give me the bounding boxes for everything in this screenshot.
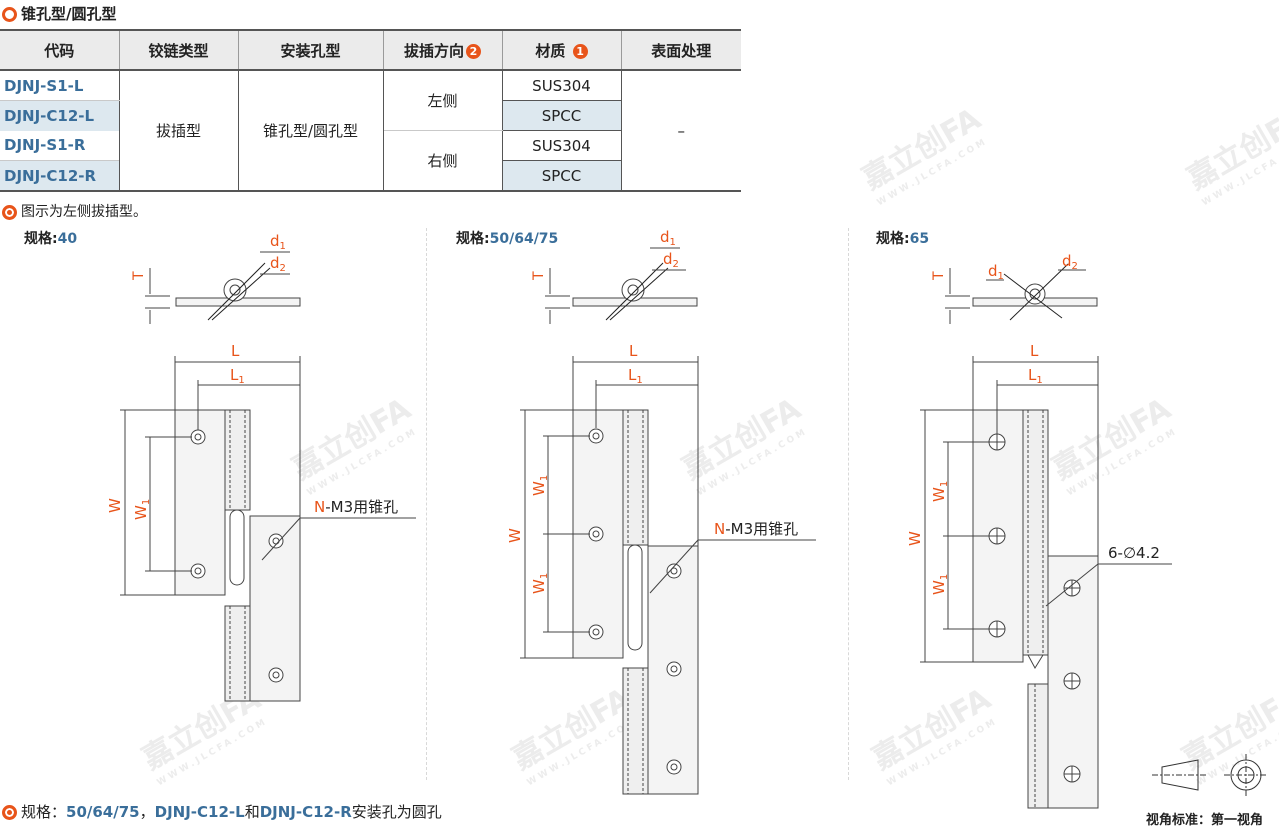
spec-size-50-64-75: 50/64/75 [489,231,559,247]
table-row: DJNJ-C12-R SPCC [0,160,741,192]
header-surface: 表面处理 [620,29,741,71]
section-heading: 锥孔型/圆孔型 [2,3,116,24]
round-hole-label: 6-∅4.2 [1108,544,1160,562]
view-standard: 视角标准：第一视角 [1146,813,1264,828]
dim-T: T [131,271,147,281]
material-cell: SPCC [501,160,622,192]
spec-label-65: 规格:65 [876,228,929,248]
direction-cell-right: 右侧 [382,130,503,192]
material-cell: SUS304 [501,130,622,161]
drawing-size-40: T d1 d2 L L1 W W1 N-M3用锥孔 [106,232,416,702]
code-cell: DJNJ-S1-R [0,130,120,161]
code-cell: DJNJ-S1-L [0,70,120,101]
dim-d2: d2 [663,250,679,270]
cone-hole-label: N-M3用锥孔 [714,520,798,538]
table-row: DJNJ-S1-R 右侧 SUS304 [0,130,741,192]
dim-L1: L1 [1028,366,1043,386]
spec-label-text: 规格: [456,231,490,247]
dim-L1: L1 [628,366,643,386]
header-code: 代码 [0,29,120,71]
dim-W: W [906,531,924,546]
header-material-label: 材质 [535,41,566,60]
illustration-note: 图示为左侧拔插型。 [2,201,147,221]
header-direction-label: 拔插方向 [403,41,464,60]
dim-W1: W1 [530,573,550,594]
dim-W1: W1 [930,574,950,595]
dim-T: T [931,271,947,281]
spec-label-40: 规格:40 [24,228,77,248]
header-hinge-type: 铰链类型 [118,29,239,71]
dim-d1: d1 [988,262,1004,282]
header-hole-type: 安装孔型 [237,29,384,71]
note-badge-1: 1 [572,43,588,59]
bottom-note-code-a: DJNJ-C12-L [154,803,245,821]
dim-W1: W1 [132,499,152,520]
note-badge-2: 2 [466,43,481,59]
column-divider [426,228,427,780]
spec-label-text: 规格: [876,231,910,247]
direction-cell-left: 左侧 [382,70,503,131]
circle-bullet-icon [2,204,17,220]
dim-W: W [106,498,124,513]
code-cell: DJNJ-C12-L [0,100,120,131]
bottom-note-code-b: DJNJ-C12-R [259,803,352,821]
code-cell: DJNJ-C12-R [0,160,120,192]
dim-L: L [231,342,240,360]
illustration-note-text: 图示为左侧拔插型。 [21,204,147,220]
table-row: DJNJ-S1-L 拔插型 锥孔型/圆孔型 左侧 SUS304 – [0,70,741,192]
spec-label-text: 规格: [24,231,58,247]
spec-label-50-64-75: 规格:50/64/75 [456,228,558,248]
dim-d2: d2 [270,254,286,274]
dim-L: L [629,342,638,360]
hole-type-cell: 锥孔型/圆孔型 [237,70,384,192]
dim-T: T [531,271,547,281]
bottom-note-comma: ， [139,803,155,821]
circle-bullet-icon [2,805,17,820]
circle-bullet-icon [2,7,17,22]
surface-cell: – [620,70,741,192]
bottom-note-and: 和 [244,803,260,821]
drawing-size-50-64-75: T d1 d2 L L1 W W1 W1 N-M3用锥孔 [506,228,816,795]
material-cell: SUS304 [501,70,622,101]
spec-size-65: 65 [909,231,930,247]
header-material: 材质 1 [501,29,622,71]
dim-d2: d2 [1062,252,1078,272]
cone-hole-label: N-M3用锥孔 [314,498,398,516]
bottom-note-sizes: 50/64/75 [66,803,140,821]
bottom-note: 规格：50/64/75，DJNJ-C12-L和DJNJ-C12-R安装孔为圆孔 [2,801,442,822]
bottom-note-suffix: 安装孔为圆孔 [351,803,442,821]
dim-W1: W1 [530,475,550,496]
dim-d1: d1 [660,228,676,248]
dim-W: W [506,528,524,543]
first-angle-projection-icon [1152,754,1268,796]
hinge-type-cell: 拔插型 [118,70,239,192]
spec-size-40: 40 [57,231,78,247]
column-divider [848,228,849,780]
bottom-note-label: 规格： [21,803,67,821]
dim-L: L [1030,342,1039,360]
dim-L1: L1 [230,366,245,386]
table-row: DJNJ-C12-L SPCC [0,100,741,131]
dim-d1: d1 [270,232,286,252]
dim-W1: W1 [930,481,950,502]
section-title: 锥孔型/圆孔型 [21,5,117,23]
drawing-size-65: T d1 d2 L L1 W W1 W1 6-∅4.2 [906,252,1172,809]
material-cell: SPCC [501,100,622,131]
